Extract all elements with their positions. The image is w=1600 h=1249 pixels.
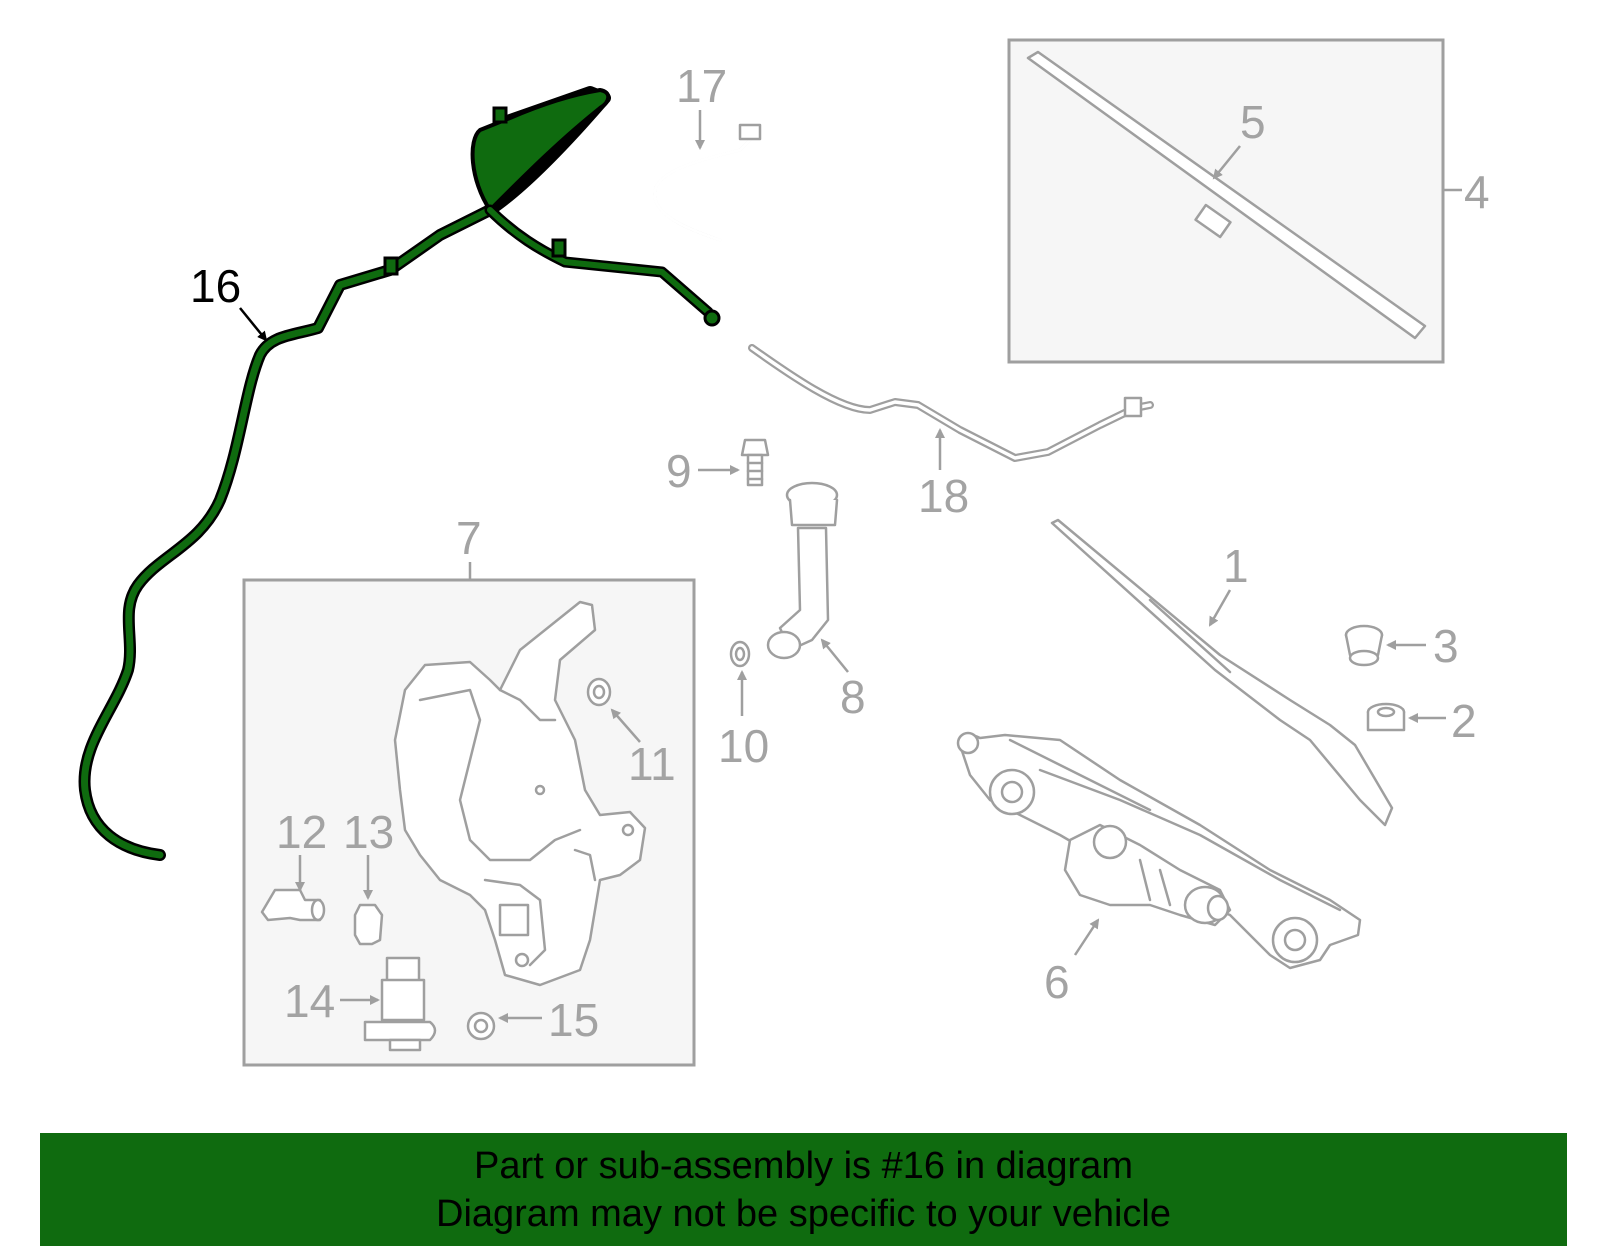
callout-12: 12 — [276, 806, 327, 892]
part-6-wiper-motor-linkage[interactable] — [956, 731, 1362, 970]
callout-7: 7 — [456, 512, 482, 580]
part-13-grommet[interactable] — [353, 903, 384, 946]
part-14-washer-pump[interactable] — [363, 956, 437, 1052]
callout-11-label: 11 — [628, 738, 676, 790]
callout-3: 3 — [1386, 620, 1459, 672]
callout-1: 1 — [1208, 540, 1249, 627]
callout-4-label: 4 — [1464, 166, 1490, 218]
part-9-screw[interactable] — [740, 438, 770, 487]
callout-12-label: 12 — [276, 806, 327, 858]
callout-14: 14 — [284, 975, 380, 1027]
part-8-filler-neck[interactable] — [766, 481, 839, 660]
part-12-level-sensor[interactable] — [260, 888, 326, 922]
callout-5: 5 — [1212, 96, 1266, 180]
callout-8: 8 — [820, 638, 866, 723]
part-18-hose[interactable] — [748, 344, 1154, 462]
callout-11: 11 — [610, 708, 676, 790]
callout-1-label: 1 — [1223, 540, 1249, 592]
banner-part-text: Part or sub-assembly is #16 in diagram — [474, 1144, 1133, 1187]
callout-9-label: 9 — [666, 445, 692, 497]
part-7-reservoir-box[interactable] — [242, 578, 696, 1067]
part-2-nut[interactable] — [1366, 702, 1406, 732]
callout-3-label: 3 — [1433, 620, 1459, 672]
callout-6: 6 — [1044, 918, 1100, 1008]
part-16-washer-hose[interactable] — [78, 86, 721, 861]
callout-2-label: 2 — [1451, 695, 1477, 747]
callout-9: 9 — [666, 445, 740, 497]
callout-10: 10 — [718, 670, 769, 772]
callout-15: 15 — [498, 994, 599, 1046]
callout-16: 16 — [190, 260, 268, 342]
callout-15-label: 15 — [548, 994, 599, 1046]
callout-18-label: 18 — [918, 470, 969, 522]
part-3-nut-cap[interactable] — [1344, 624, 1384, 667]
part-17-hose[interactable] — [653, 123, 762, 242]
callout-2: 2 — [1408, 695, 1477, 747]
callout-13-label: 13 — [343, 806, 394, 858]
callout-5-label: 5 — [1240, 96, 1266, 148]
callout-13: 13 — [343, 806, 394, 900]
part-4-wiper-blade-box[interactable] — [1007, 38, 1445, 364]
callout-17-label: 17 — [676, 60, 727, 112]
part-1-wiper-arm[interactable] — [1050, 518, 1394, 827]
callout-7-label: 7 — [456, 512, 482, 564]
callout-14-label: 14 — [284, 975, 335, 1027]
callout-17: 17 — [676, 60, 727, 150]
info-banner: Part or sub-assembly is #16 in diagram D… — [40, 1133, 1567, 1246]
callout-6-label: 6 — [1044, 956, 1070, 1008]
part-11-seal[interactable] — [586, 677, 612, 707]
callout-4: 4 — [1443, 166, 1490, 218]
part-10-grommet[interactable] — [729, 640, 751, 668]
part-15-pump-seal[interactable] — [466, 1011, 496, 1041]
callout-18: 18 — [918, 428, 969, 522]
callout-8-label: 8 — [840, 671, 866, 723]
banner-disclaimer-text: Diagram may not be specific to your vehi… — [436, 1192, 1171, 1235]
callout-16-label: 16 — [190, 260, 241, 312]
callout-10-label: 10 — [718, 720, 769, 772]
